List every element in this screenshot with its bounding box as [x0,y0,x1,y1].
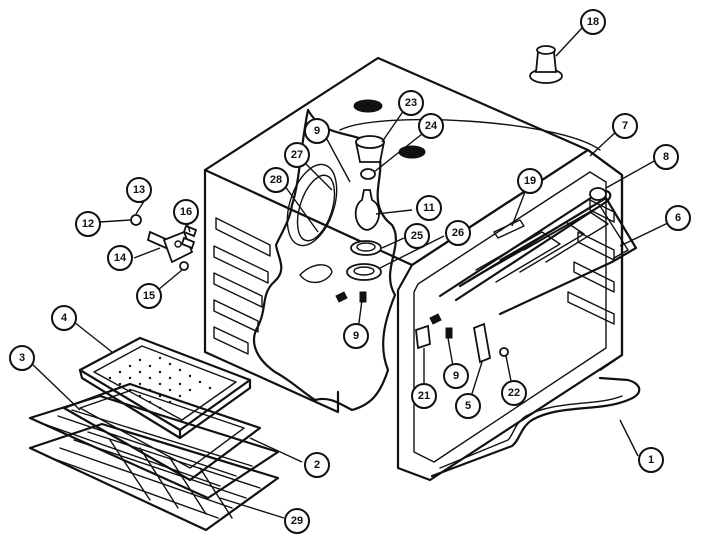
callout-4-label: 4 [61,312,68,324]
part-19-element-bracket [493,219,525,239]
callout-22-label: 22 [508,387,520,399]
callout-3: 3 [9,345,35,371]
callout-8: 8 [653,144,679,170]
part-26-lens-retainer [346,263,382,281]
callout-25-label: 25 [411,230,423,242]
callout-8-label: 8 [663,151,669,163]
callout-3-label: 3 [19,352,25,364]
callout-21-label: 21 [418,390,430,402]
callout-11: 11 [416,195,442,221]
callout-26-label: 26 [452,227,464,239]
part-25-lens [350,240,382,256]
callout-29-label: 29 [291,515,303,527]
callout-14-label: 14 [114,252,127,264]
callout-2-label: 2 [314,459,320,471]
callout-23: 23 [398,90,424,116]
callout-6: 6 [665,205,691,231]
part-7-harness [339,118,601,151]
callout-19-label: 19 [524,175,536,187]
callout-9-right-label: 9 [453,370,459,382]
callout-23-label: 23 [405,97,417,109]
callout-5-label: 5 [465,400,471,412]
callout-4: 4 [51,305,77,331]
callout-22: 22 [501,380,527,406]
part-6-element-loops [475,211,609,283]
callout-2: 2 [304,452,330,478]
part-21-clip [415,324,431,350]
broil-pan-dots [108,356,212,410]
callout-9-top-label: 9 [314,125,320,137]
callout-9-right: 9 [443,363,469,389]
callout-5: 5 [455,393,481,419]
callout-25: 25 [404,223,430,249]
callout-16-label: 16 [180,206,192,218]
callout-9-mid: 9 [343,323,369,349]
callout-15-label: 15 [143,290,155,302]
callout-15: 15 [136,283,162,309]
callout-13: 13 [126,177,152,203]
callout-12: 12 [75,211,101,237]
callout-28: 28 [263,167,289,193]
part-12-16-terminal-block [130,214,198,271]
part-5-bracket [472,322,492,364]
part-22-nut [499,347,509,357]
part-4-broil-pan-insert [78,336,252,440]
part-9-screws [335,291,453,339]
callout-18: 18 [580,9,606,35]
callout-6-label: 6 [675,212,681,224]
callout-1-label: 1 [648,454,654,466]
callout-24-label: 24 [425,120,438,132]
part-11-light-bulb [354,189,381,231]
part-29-oven-rack [28,422,280,532]
callout-14: 14 [107,245,133,271]
callout-16: 16 [173,199,199,225]
part-1-bake-element [430,376,641,478]
callout-19: 19 [517,168,543,194]
callout-7: 7 [612,113,638,139]
callout-11-label: 11 [423,202,435,214]
callout-7-label: 7 [622,120,628,132]
part-23-light-socket [354,135,386,180]
callout-27-label: 27 [291,149,303,161]
callout-13-label: 13 [133,184,145,196]
oven-cavity [203,56,624,482]
callout-28-label: 28 [270,174,282,186]
callout-29: 29 [284,508,310,534]
callout-9-top: 9 [304,118,330,144]
part-2-oven-rack [28,394,280,500]
callout-1: 1 [638,447,664,473]
callout-24: 24 [418,113,444,139]
callout-18-label: 18 [587,16,599,28]
part-18-receptacle [529,45,563,84]
callout-12-label: 12 [82,218,94,230]
callout-27: 27 [284,142,310,168]
callout-9-mid-label: 9 [353,330,359,342]
callout-26: 26 [445,220,471,246]
callout-21: 21 [411,383,437,409]
